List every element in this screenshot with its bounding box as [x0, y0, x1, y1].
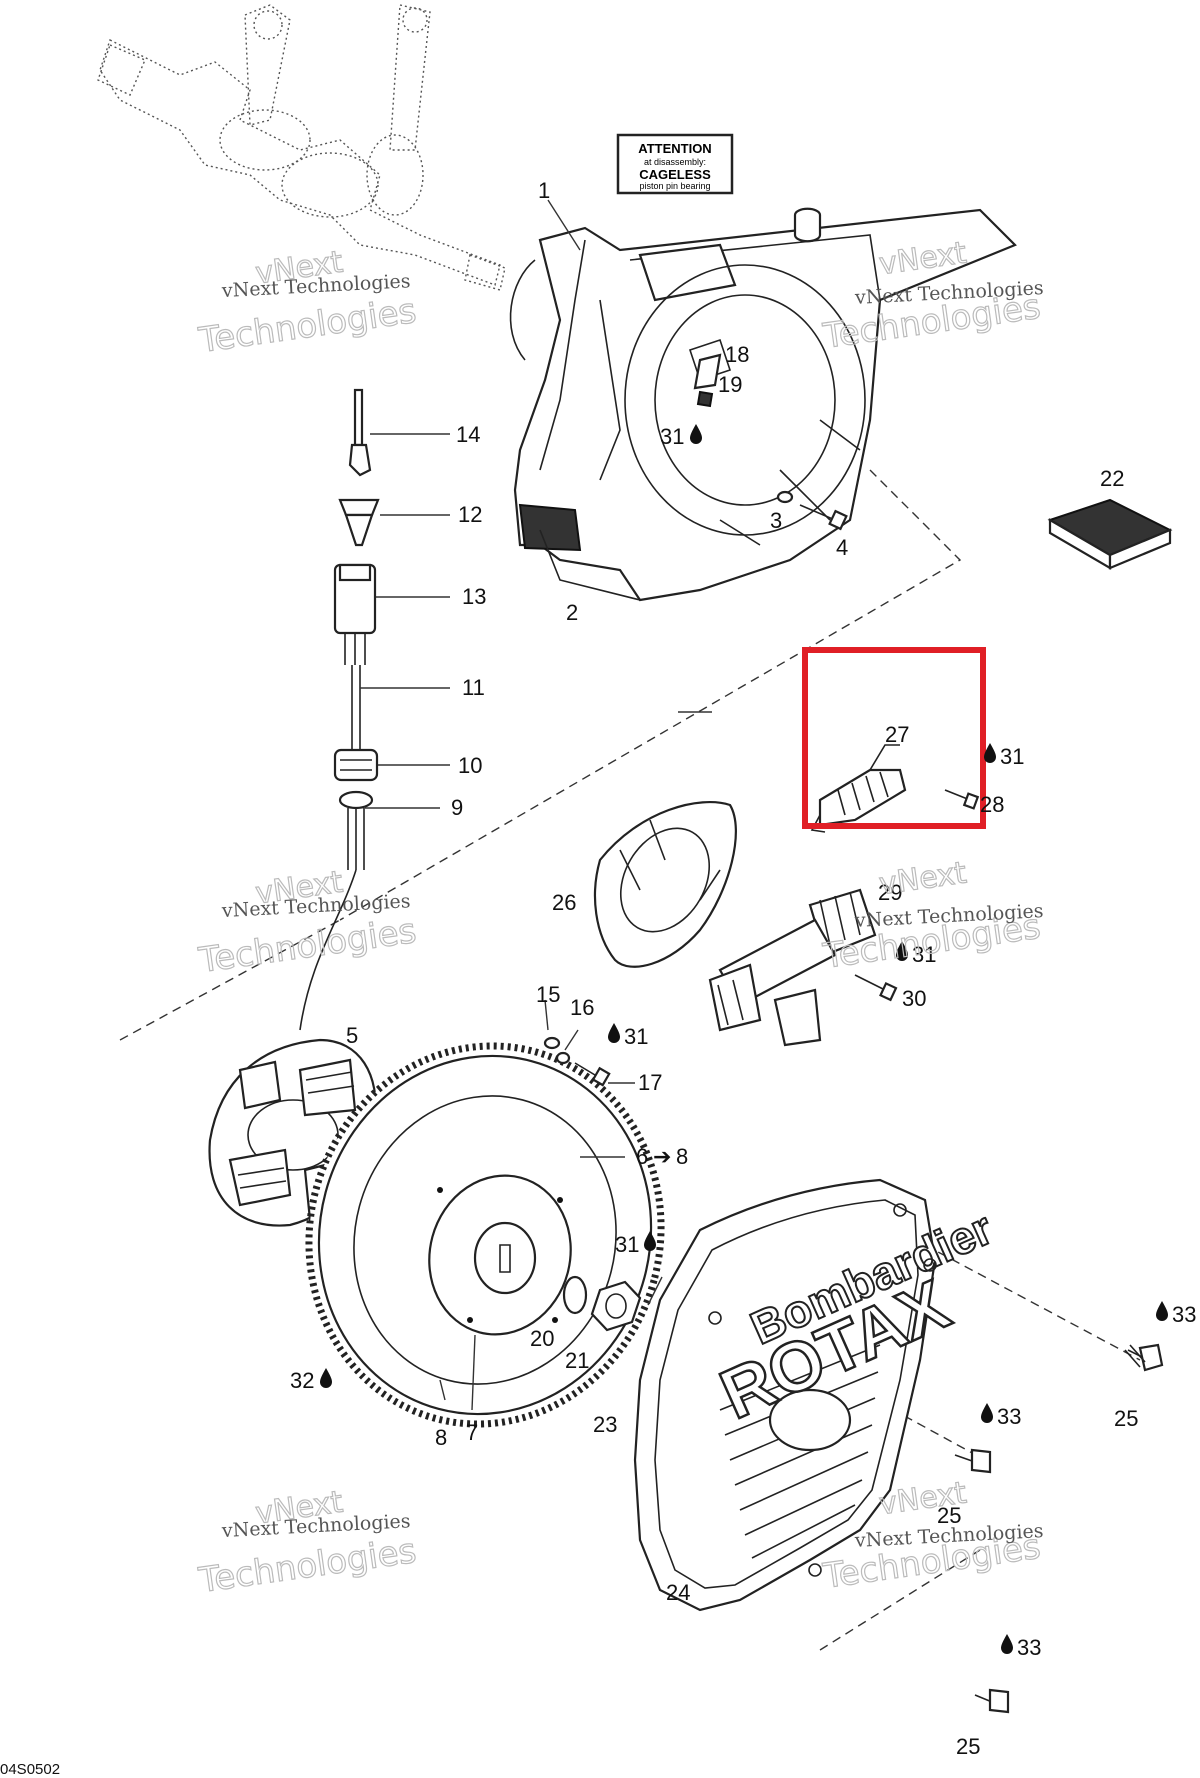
callout-1: 1 [538, 178, 550, 203]
callout-33-b: 33 [997, 1404, 1021, 1429]
washer-20 [562, 1275, 588, 1315]
drop-icon [1156, 1301, 1168, 1321]
callout-32: 32 [290, 1368, 314, 1393]
bolt-25-c [974, 1688, 1010, 1714]
drop-icon [608, 1023, 620, 1043]
lockwasher-16 [555, 1051, 571, 1065]
callout-2: 2 [566, 600, 578, 625]
decal-22 [1047, 498, 1173, 570]
screw-30 [854, 974, 898, 1002]
callout-31-e: 31 [615, 1232, 639, 1257]
screw-28 [944, 789, 980, 810]
callout-7: 7 [466, 1420, 478, 1445]
washer-15 [543, 1036, 561, 1050]
connector-13 [333, 563, 377, 665]
bolt-25-a [1124, 1343, 1164, 1372]
grommet-12 [338, 498, 380, 547]
flywheel-6 [305, 1042, 665, 1428]
leader-lines [360, 199, 712, 1411]
callout-19: 19 [718, 372, 742, 397]
callout-30: 30 [902, 986, 926, 1011]
callout-23: 23 [593, 1412, 617, 1437]
drop-icon [981, 1403, 993, 1423]
callout-18: 18 [725, 342, 749, 367]
callout-33-a: 33 [1172, 1302, 1196, 1327]
back-plate-26 [593, 801, 737, 968]
clip-18 [693, 353, 722, 390]
drop-icon [320, 1368, 332, 1388]
callout-29: 29 [878, 880, 902, 905]
callout-28: 28 [980, 792, 1004, 817]
sensor-pin-14 [348, 388, 372, 477]
alignment-line-1 [339, 469, 962, 921]
callout-5: 5 [346, 1023, 358, 1048]
crankshaft-reference [97, 4, 506, 291]
callout-17: 17 [638, 1070, 662, 1095]
callout-10: 10 [458, 753, 482, 778]
callout-25-b: 25 [937, 1503, 961, 1528]
callout-27: 27 [885, 722, 909, 747]
callout-8: 8 [435, 1425, 447, 1450]
callout-31-b: 31 [1000, 744, 1024, 769]
callout-25-c: 25 [956, 1734, 980, 1759]
attention-line1: ATTENTION [638, 141, 711, 156]
drawing-code: 04S0502 [0, 1761, 60, 1778]
attention-decal: ATTENTION at disassembly: CAGELESS pisto… [616, 133, 734, 195]
screw-19 [696, 390, 714, 408]
attention-line2: at disassembly: [644, 157, 706, 167]
attention-line4: piston pin bearing [639, 181, 710, 191]
alignment-line-4 [819, 1549, 981, 1651]
callout-16: 16 [570, 995, 594, 1020]
callout-3: 3 [770, 508, 782, 533]
callout-6-to-8: 8 [676, 1144, 688, 1169]
callout-21: 21 [565, 1348, 589, 1373]
nut-21 [590, 1280, 642, 1332]
attention-line3: CAGELESS [639, 167, 711, 182]
callout-6-arrow: ➔ [653, 1144, 671, 1169]
watermark-large-1: vNext [877, 855, 969, 902]
callout-25-a: 25 [1114, 1406, 1138, 1431]
bolt-25-b [954, 1448, 992, 1474]
highlight-box [802, 647, 986, 829]
callout-6: 6 [636, 1144, 648, 1169]
callout-labels: 1 2 3 4 5 6 ➔ 8 7 8 9 10 11 12 13 14 15 … [0, 178, 1196, 1778]
callout-11: 11 [462, 675, 485, 700]
callout-4: 4 [836, 535, 848, 560]
alignment-line-3 [924, 1244, 1141, 1361]
callout-31-a: 31 [660, 424, 684, 449]
callout-31-c: 31 [912, 942, 936, 967]
wire-11 [351, 665, 361, 750]
callout-14: 14 [456, 422, 480, 447]
callout-13: 13 [462, 584, 486, 609]
trigger-coil-27 [810, 744, 907, 833]
callout-24: 24 [666, 1580, 690, 1605]
grommet-9 [299, 790, 374, 1031]
callout-20: 20 [530, 1326, 554, 1351]
coil-29 [708, 888, 877, 1047]
callout-26: 26 [552, 890, 576, 915]
callout-12: 12 [458, 502, 482, 527]
callout-15: 15 [536, 982, 560, 1007]
washer-3 [776, 490, 794, 504]
callout-22: 22 [1100, 466, 1124, 491]
callout-33-c: 33 [1017, 1635, 1041, 1660]
magneto-cover-23: Bombardier ROTAX [633, 1178, 1001, 1612]
callout-9: 9 [451, 795, 463, 820]
sensor-10 [333, 748, 379, 782]
screw-17 [574, 1062, 611, 1087]
screw-4 [799, 504, 848, 531]
alignment-line-2 [119, 919, 341, 1041]
crankcase-housing [509, 207, 1017, 602]
drop-icon [1001, 1634, 1013, 1654]
callout-31-d: 31 [624, 1024, 648, 1049]
